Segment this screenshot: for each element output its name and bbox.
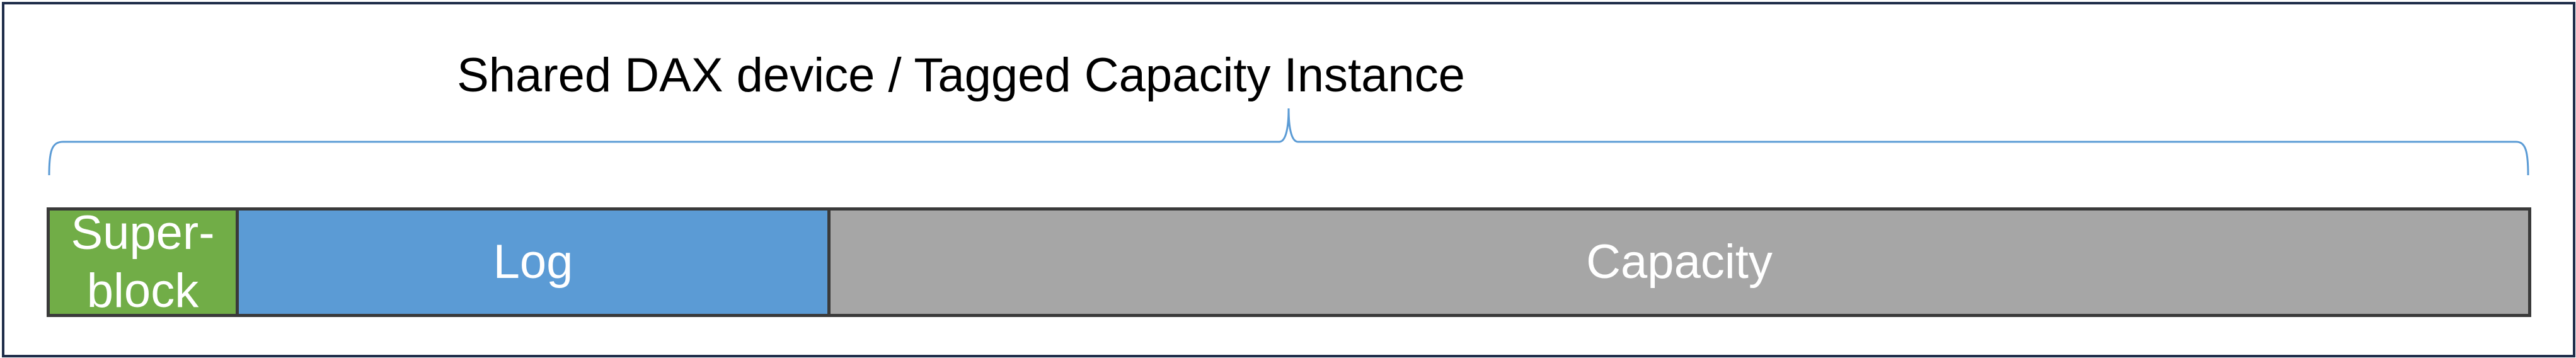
log-label: Log (493, 235, 573, 289)
diagram-title: Shared DAX device / Tagged Capacity Inst… (457, 49, 1465, 102)
superblock-label: Super- block (71, 206, 215, 318)
superblock-segment: Super- block (47, 206, 239, 318)
log-segment: Log (236, 207, 831, 317)
capacity-label: Capacity (1586, 235, 1773, 289)
capacity-segment: Capacity (827, 207, 2531, 317)
